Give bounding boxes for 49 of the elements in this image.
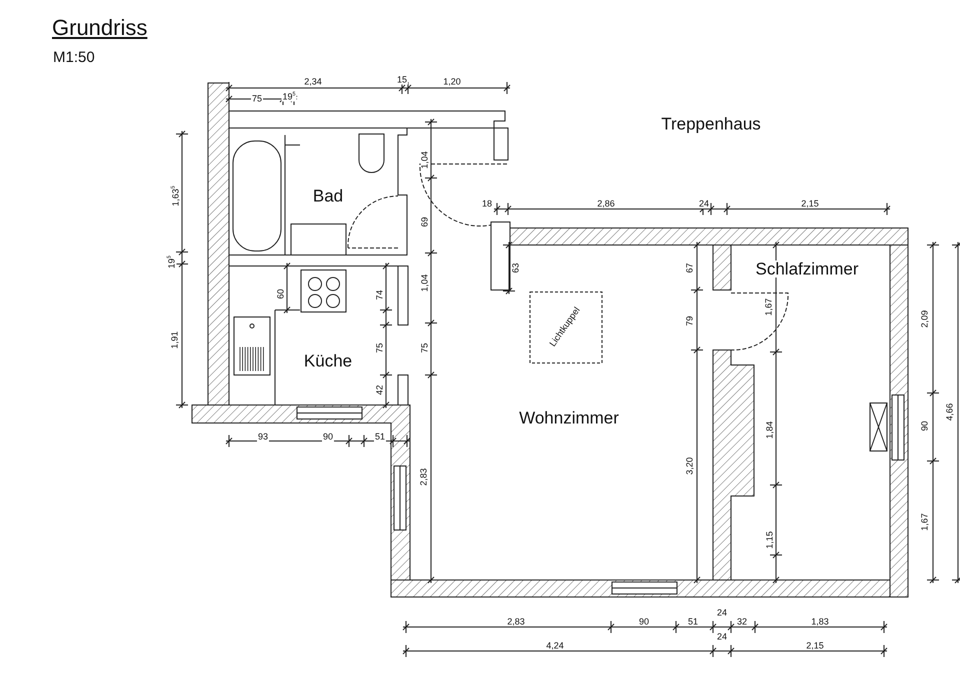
dimension-label: 75: [251, 94, 263, 104]
dimension-label: 75: [376, 342, 384, 354]
dimension-label: 15: [396, 76, 408, 84]
dimension-label: 63: [512, 262, 520, 274]
dimension-label: 51: [687, 618, 699, 626]
dimension-label: 1,67: [920, 512, 930, 532]
dimension-label: 1,04: [420, 150, 430, 170]
drawing-title: Grundriss: [52, 15, 148, 41]
room-label: Wohnzimmer: [518, 410, 620, 426]
dimension-label: 75: [420, 342, 430, 354]
dimension-label: 60: [276, 288, 286, 300]
dimension-label: 93: [257, 432, 269, 442]
dimension-label: 2,83: [420, 467, 428, 487]
dimension-label: 4,24: [545, 642, 565, 650]
dimension-label: 90: [322, 432, 334, 442]
dimension-label: 69: [420, 216, 430, 228]
dimension-label: 3,20: [686, 456, 694, 476]
dimension-label: 32: [736, 618, 748, 626]
dimension-label: 2,86: [596, 200, 616, 208]
dimension-label: 74: [376, 289, 384, 301]
room-label: Bad: [312, 188, 344, 204]
dimension-label: 24: [716, 632, 728, 642]
dimension-label: 1,15: [766, 530, 774, 550]
dimension-label: 1,91: [170, 330, 180, 350]
dimension-label: 2,15: [800, 200, 820, 208]
room-label: Küche: [302, 352, 354, 370]
dimension-label: 2,34: [303, 78, 323, 86]
dimension-label: 2,15: [805, 642, 825, 650]
dimension-label: 90: [638, 618, 650, 626]
dimension-label: 51: [374, 432, 386, 442]
dimension-label: 2,09: [920, 309, 930, 329]
dimension-label: 19$^{5}$: [282, 92, 296, 102]
dimension-label: 1,83: [810, 618, 830, 626]
dimension-label: 18: [481, 200, 493, 208]
dimension-label: 24: [716, 608, 728, 618]
dimension-label: 1,04: [420, 273, 430, 293]
dimension-label: 42: [376, 384, 384, 396]
room-label: Treppenhaus: [660, 116, 762, 132]
dimension-label: 67: [686, 262, 694, 274]
dimension-label: 90: [920, 420, 930, 432]
dimension-label: 4,66: [946, 402, 954, 422]
scale-label: M1:50: [53, 50, 95, 65]
dimension-label: 1,20: [442, 78, 462, 86]
dimension-label: 1,67: [764, 297, 774, 317]
dimension-label: 79: [686, 315, 694, 327]
dimension-label: 24: [698, 200, 710, 208]
dimension-label: 2,83: [506, 618, 526, 626]
dimension-label: 1,84: [766, 420, 774, 440]
room-label: Schlafzimmer: [754, 260, 860, 278]
